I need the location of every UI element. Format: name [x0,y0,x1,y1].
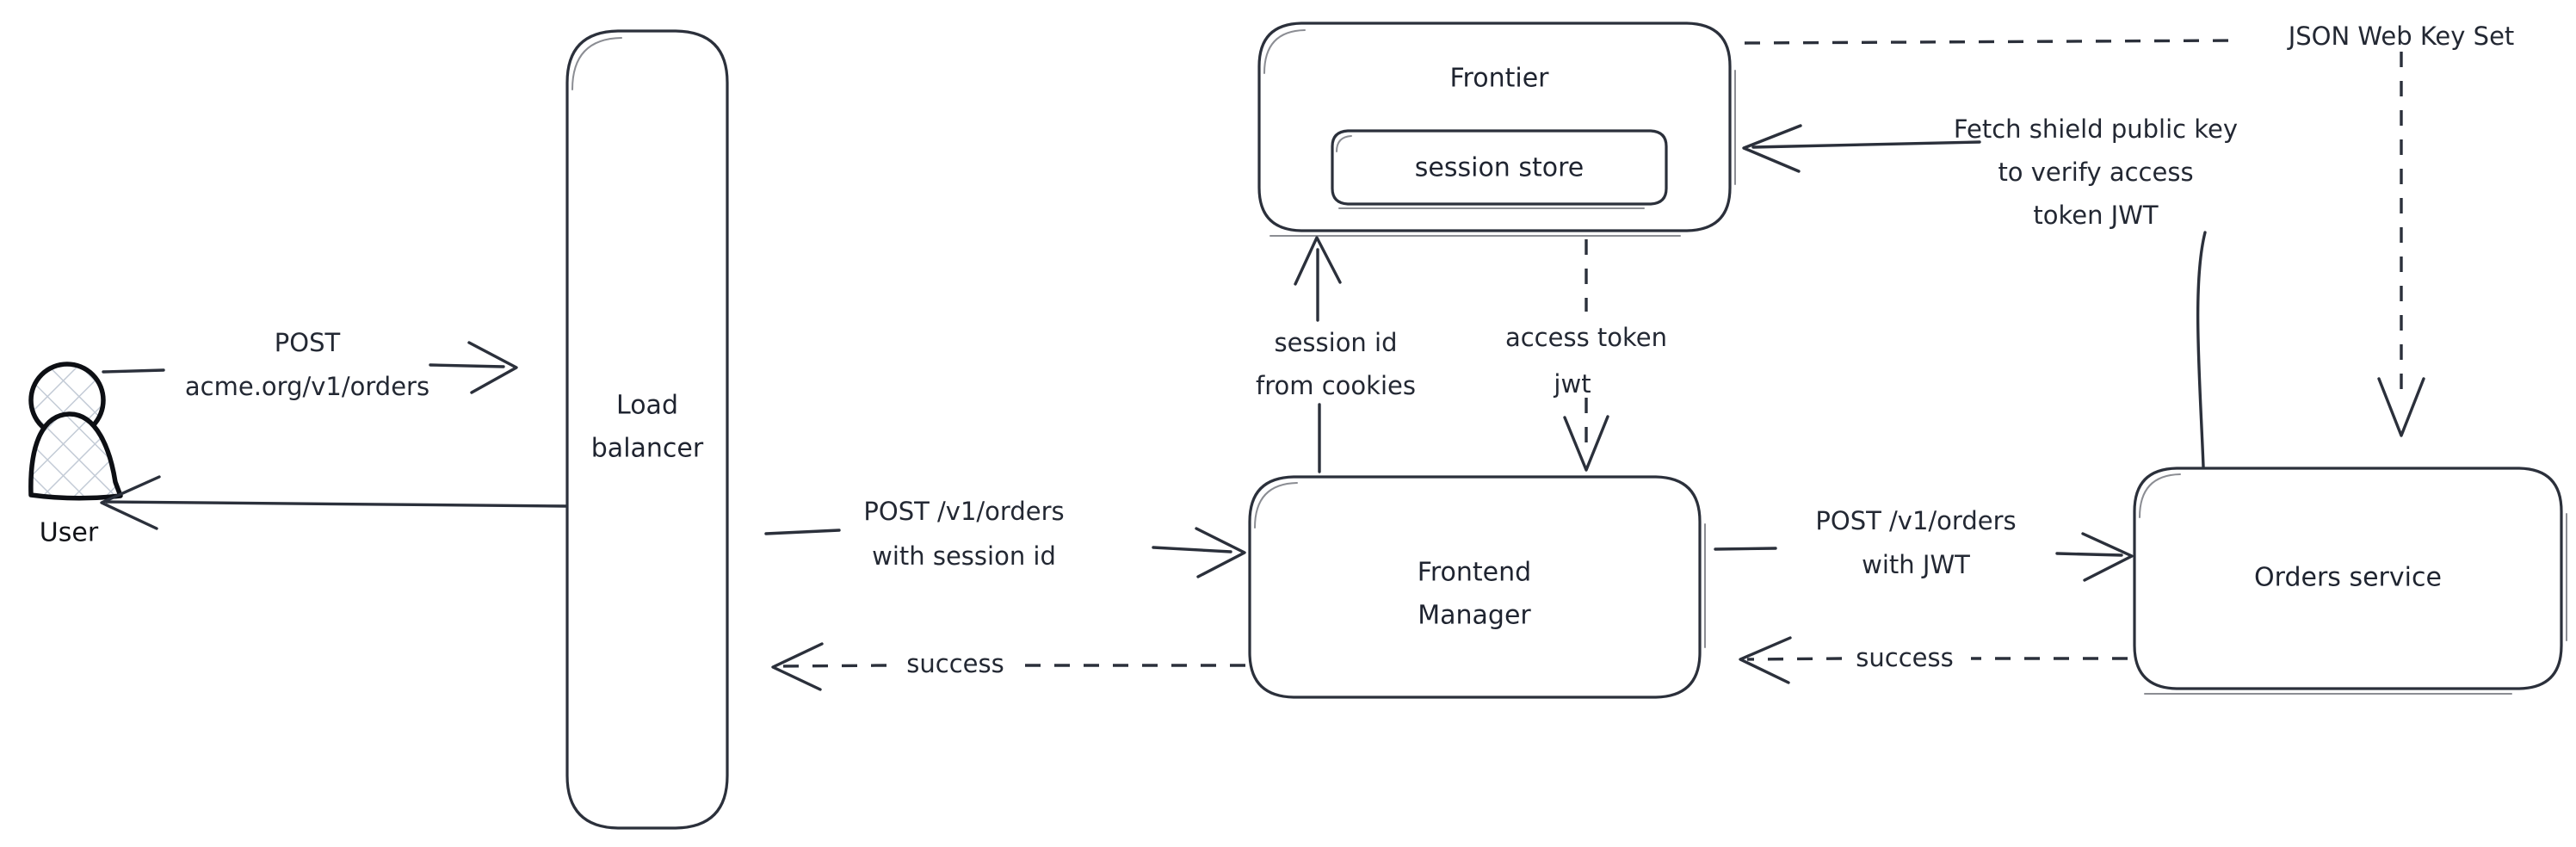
arrow-head-up-fm-frontier [1294,236,1342,286]
edge-fm-to-frontier-label-line2: from cookies [1256,371,1416,400]
arrow-head-left-orders-frontier [1742,124,1802,173]
frontier-label: Frontier [1449,64,1549,94]
edge-fm-to-orders-head-stem [2055,552,2123,557]
session-store-sketch-accent [1336,135,1645,209]
node-load-balancer[interactable]: Load balancer [565,29,729,830]
node-frontend-manager[interactable]: Frontend Manager [1248,475,1706,699]
edge-jwks-horizontal [1744,39,2239,45]
arrow-head-down-frontier-fm [1563,415,1609,472]
orders-service-shape [2133,467,2563,690]
frontend-manager-sketch-accent [1254,482,1706,648]
edge-jwks-to-orders-service[interactable]: JSON Web Key Set [1744,22,2515,437]
node-session-store[interactable]: session store [1331,129,1668,209]
load-balancer-sketch-accent [571,37,622,90]
edge-frontier-to-fm-label-line2: jwt [1553,369,1591,399]
load-balancer-shape [565,29,729,830]
node-user[interactable]: User [28,362,123,548]
edge-lb-to-user-line [105,500,567,508]
edge-fm-to-frontier-label-line1: session id [1274,328,1397,357]
edge-user-to-lb-tail [102,368,165,374]
edge-orders-to-frontier-horizontal [1751,140,1981,149]
orders-service-label: Orders service [2254,563,2442,593]
edge-user-to-load-balancer[interactable]: POST acme.org/v1/orders [102,328,518,401]
arrow-head-right-fm-orders [2081,532,2134,582]
arrow-head-right-lb-fm [1195,527,1246,578]
node-frontier[interactable]: Frontier session store [1257,22,1736,237]
edge-user-to-lb-head-stem [429,363,505,368]
arrow-head-left-orders-fm [1739,636,1792,684]
edge-jwks-label: JSON Web Key Set [2287,22,2515,51]
load-balancer-label-line2: balancer [591,434,704,464]
arrow-head-left-fm-lb [771,642,824,691]
edge-fm-to-lb-dash-left [778,664,887,668]
edge-lb-to-fm-label-line2: with session id [872,541,1056,571]
edge-orders-service-to-frontend-manager[interactable]: success [1739,636,2128,684]
frontend-manager-shape [1248,475,1702,699]
edge-lb-to-fm-head-stem [1152,546,1232,553]
edge-user-to-lb-label-line1: POST [275,328,341,357]
edge-fm-to-lb-label: success [906,649,1004,678]
edge-frontend-manager-to-orders-service[interactable]: POST /v1/orders with JWT [1714,506,2134,582]
node-orders-service[interactable]: Orders service [2133,467,2567,695]
edge-orders-to-frontier-vertical [2196,231,2207,468]
frontend-manager-label-line1: Frontend [1418,558,1531,588]
edge-fm-to-orders-label-line1: POST /v1/orders [1815,506,2016,535]
edge-orders-service-to-frontier[interactable]: Fetch shield public key to verify access… [1742,114,2238,468]
arrow-head-down-jwks-orders [2377,377,2425,437]
arrow-head-right-user-lb [467,341,518,394]
edge-fm-to-orders-tail [1714,547,1777,551]
session-store-label: session store [1415,153,1584,183]
edge-load-balancer-to-user[interactable] [100,475,567,530]
edge-frontier-to-fm-label-line1: access token [1505,323,1667,352]
load-balancer-label-line1: Load [616,391,678,421]
node-user-label: User [40,518,99,548]
person-icon-body [28,411,123,501]
edge-lb-to-fm-tail [764,529,841,535]
edge-orders-to-frontier-label-line1: Fetch shield public key [1954,114,2238,144]
edge-frontier-to-frontend-manager[interactable]: access token jwt [1505,239,1667,472]
edge-user-to-lb-label-line2: acme.org/v1/orders [185,372,429,401]
session-store-shape [1331,129,1668,206]
frontend-manager-label-line2: Manager [1418,601,1531,631]
edge-load-balancer-to-frontend-manager[interactable]: POST /v1/orders with session id [764,497,1246,578]
edge-lb-to-fm-label-line1: POST /v1/orders [863,497,1064,526]
edge-frontend-manager-to-load-balancer[interactable]: success [771,642,1245,691]
edge-fm-to-orders-label-line2: with JWT [1862,550,1970,579]
orders-service-sketch-accent [2139,473,2567,695]
edge-orders-to-fm-label: success [1856,643,1953,672]
edge-frontend-manager-to-frontier[interactable]: session id from cookies [1256,236,1416,473]
arrow-head-left-lb-user [100,475,161,530]
edge-orders-to-frontier-label-line3: token JWT [2033,201,2159,230]
edge-orders-to-frontier-label-line2: to verify access [1998,158,2193,187]
frontier-sketch-accent [1263,29,1736,237]
